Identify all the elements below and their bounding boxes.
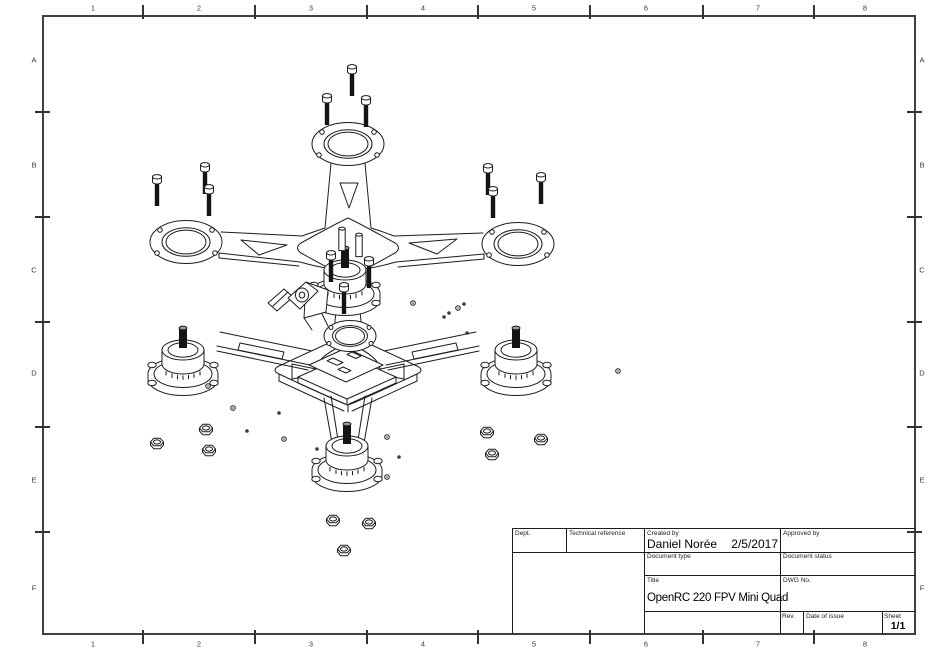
top-plate <box>149 122 555 299</box>
tick <box>907 426 922 428</box>
tick <box>35 216 50 218</box>
created-by-label: Created by <box>647 530 679 537</box>
grid-row-label-left: B <box>31 160 37 170</box>
titleblock-line <box>644 611 915 612</box>
grid-col-label-top: 2 <box>196 3 202 13</box>
center-stack <box>297 320 397 406</box>
grid-row-label-right: D <box>919 368 925 378</box>
grid-col-label-bottom: 6 <box>643 639 649 649</box>
tick <box>477 5 479 19</box>
titleblock-line <box>882 611 883 634</box>
tick <box>907 216 922 218</box>
grid-col-label-top: 1 <box>90 3 96 13</box>
approved-by-label: Approved by <box>783 530 820 537</box>
tick <box>254 5 256 19</box>
titleblock-line <box>512 528 915 529</box>
dwg-no-label: DWG No. <box>783 577 811 584</box>
title-label: Title <box>647 577 660 584</box>
titleblock-line <box>566 528 567 552</box>
fpv-camera <box>267 281 329 331</box>
technical-reference-label: Technical reference <box>569 530 626 537</box>
grid-col-label-bottom: 4 <box>420 639 426 649</box>
document-type-label: Document type <box>647 553 691 560</box>
grid-col-label-top: 4 <box>420 3 426 13</box>
grid-col-label-top: 5 <box>531 3 537 13</box>
titleblock-line <box>644 575 915 576</box>
motor-right <box>480 325 552 396</box>
tick <box>142 5 144 19</box>
tick <box>813 5 815 19</box>
tick <box>366 630 368 644</box>
grid-row-label-right: B <box>919 160 925 170</box>
tick <box>907 321 922 323</box>
document-status-label: Document status <box>783 553 832 560</box>
created-date-value: 2/5/2017 <box>731 537 778 551</box>
tick <box>907 531 922 533</box>
grid-col-label-top: 7 <box>755 3 761 13</box>
tick <box>589 5 591 19</box>
motor-front <box>311 421 383 492</box>
grid-row-label-left: A <box>31 55 37 65</box>
date-of-issue-label: Date of issue <box>806 613 844 620</box>
tick <box>35 426 50 428</box>
grid-row-label-right: F <box>919 583 925 593</box>
grid-row-label-left: F <box>31 583 37 593</box>
tick <box>142 630 144 644</box>
created-by-value: Daniel Norée <box>647 537 718 551</box>
tick <box>35 321 50 323</box>
titleblock-line <box>644 528 645 634</box>
titleblock-line <box>512 528 513 634</box>
sheet-border-frame <box>42 15 916 635</box>
grid-col-label-bottom: 2 <box>196 639 202 649</box>
tick <box>35 531 50 533</box>
sheet-label: Sheet <box>884 613 901 620</box>
grid-row-label-left: C <box>31 265 37 275</box>
titleblock-line <box>780 528 781 634</box>
washers <box>205 300 621 480</box>
tick <box>254 630 256 644</box>
tick <box>589 630 591 644</box>
grid-row-label-left: E <box>31 475 37 485</box>
bottom-frame <box>216 301 480 444</box>
tick <box>813 630 815 644</box>
tick <box>477 630 479 644</box>
titleblock-line <box>803 611 804 634</box>
grid-row-label-right: E <box>919 475 925 485</box>
grid-col-label-top: 3 <box>308 3 314 13</box>
grid-row-label-right: C <box>919 265 925 275</box>
grid-col-label-top: 8 <box>862 3 868 13</box>
tick <box>702 630 704 644</box>
grid-col-label-bottom: 7 <box>755 639 761 649</box>
title-block: Dept. Technical reference Created by Dan… <box>512 528 915 634</box>
tick <box>702 5 704 19</box>
grid-col-label-bottom: 3 <box>308 639 314 649</box>
titleblock-line <box>512 552 915 553</box>
sheet-value: 1/1 <box>890 620 906 632</box>
tick <box>35 111 50 113</box>
grid-col-label-bottom: 1 <box>90 639 96 649</box>
rev-label: Rev. <box>782 613 795 620</box>
grid-col-label-bottom: 8 <box>862 639 868 649</box>
grid-col-label-bottom: 5 <box>531 639 537 649</box>
title-value: OpenRC 220 FPV Mini Quad <box>647 592 789 604</box>
tick <box>907 111 922 113</box>
grid-row-label-right: A <box>919 55 925 65</box>
tick <box>366 5 368 19</box>
grid-row-label-left: D <box>31 368 37 378</box>
grid-col-label-top: 6 <box>643 3 649 13</box>
dept-label: Dept. <box>515 530 531 537</box>
